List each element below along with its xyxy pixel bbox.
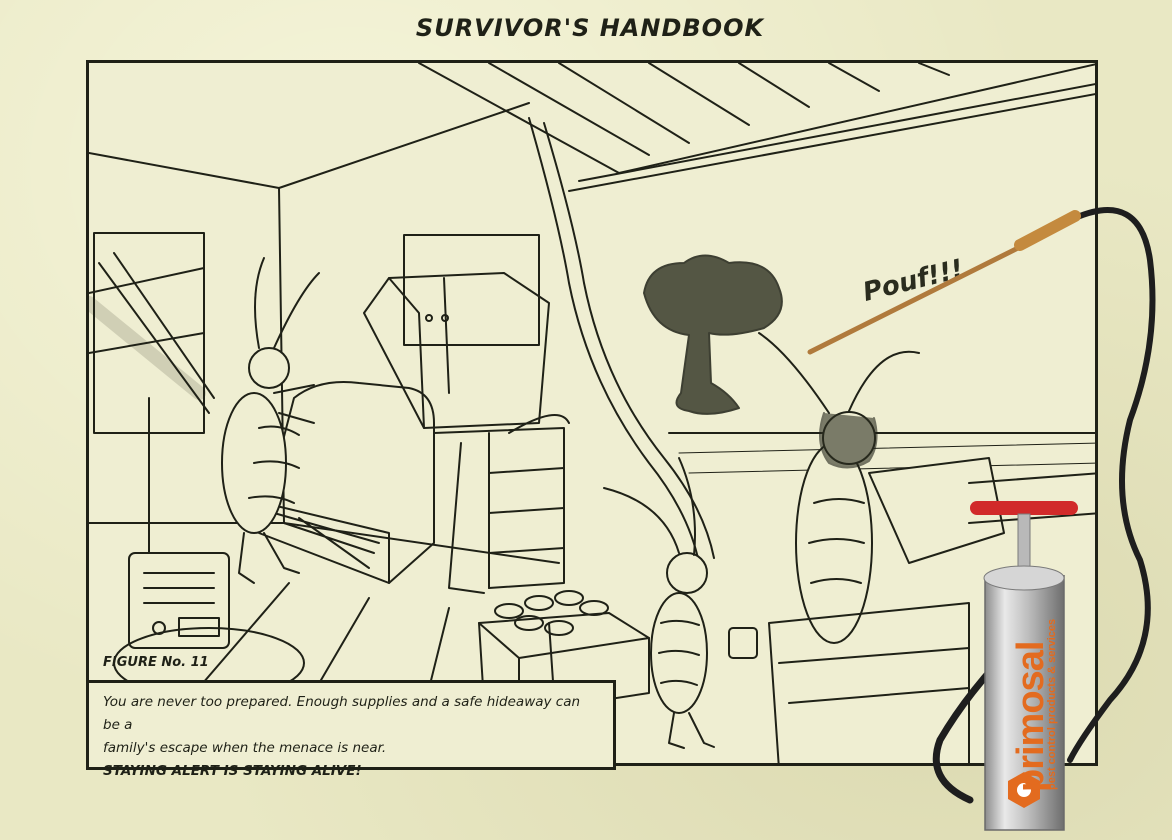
brand-tagline: pest control products & services <box>1046 618 1058 790</box>
caption-slogan: STAYING ALERT IS STAYING ALIVE! <box>103 763 362 779</box>
pump-handle <box>970 501 1078 515</box>
caption-line-1: You are never too prepared. Enough suppl… <box>103 694 581 733</box>
caption-box: You are never too prepared. Enough suppl… <box>86 680 616 779</box>
figure-label: FIGURE No. 11 <box>103 655 209 670</box>
page-title: SURVIVOR'S HANDBOOK <box>415 14 765 42</box>
comic-panel <box>86 60 1098 766</box>
room-illustration <box>89 63 1095 763</box>
caption-line-2: family's escape when the menace is near. <box>103 740 387 756</box>
